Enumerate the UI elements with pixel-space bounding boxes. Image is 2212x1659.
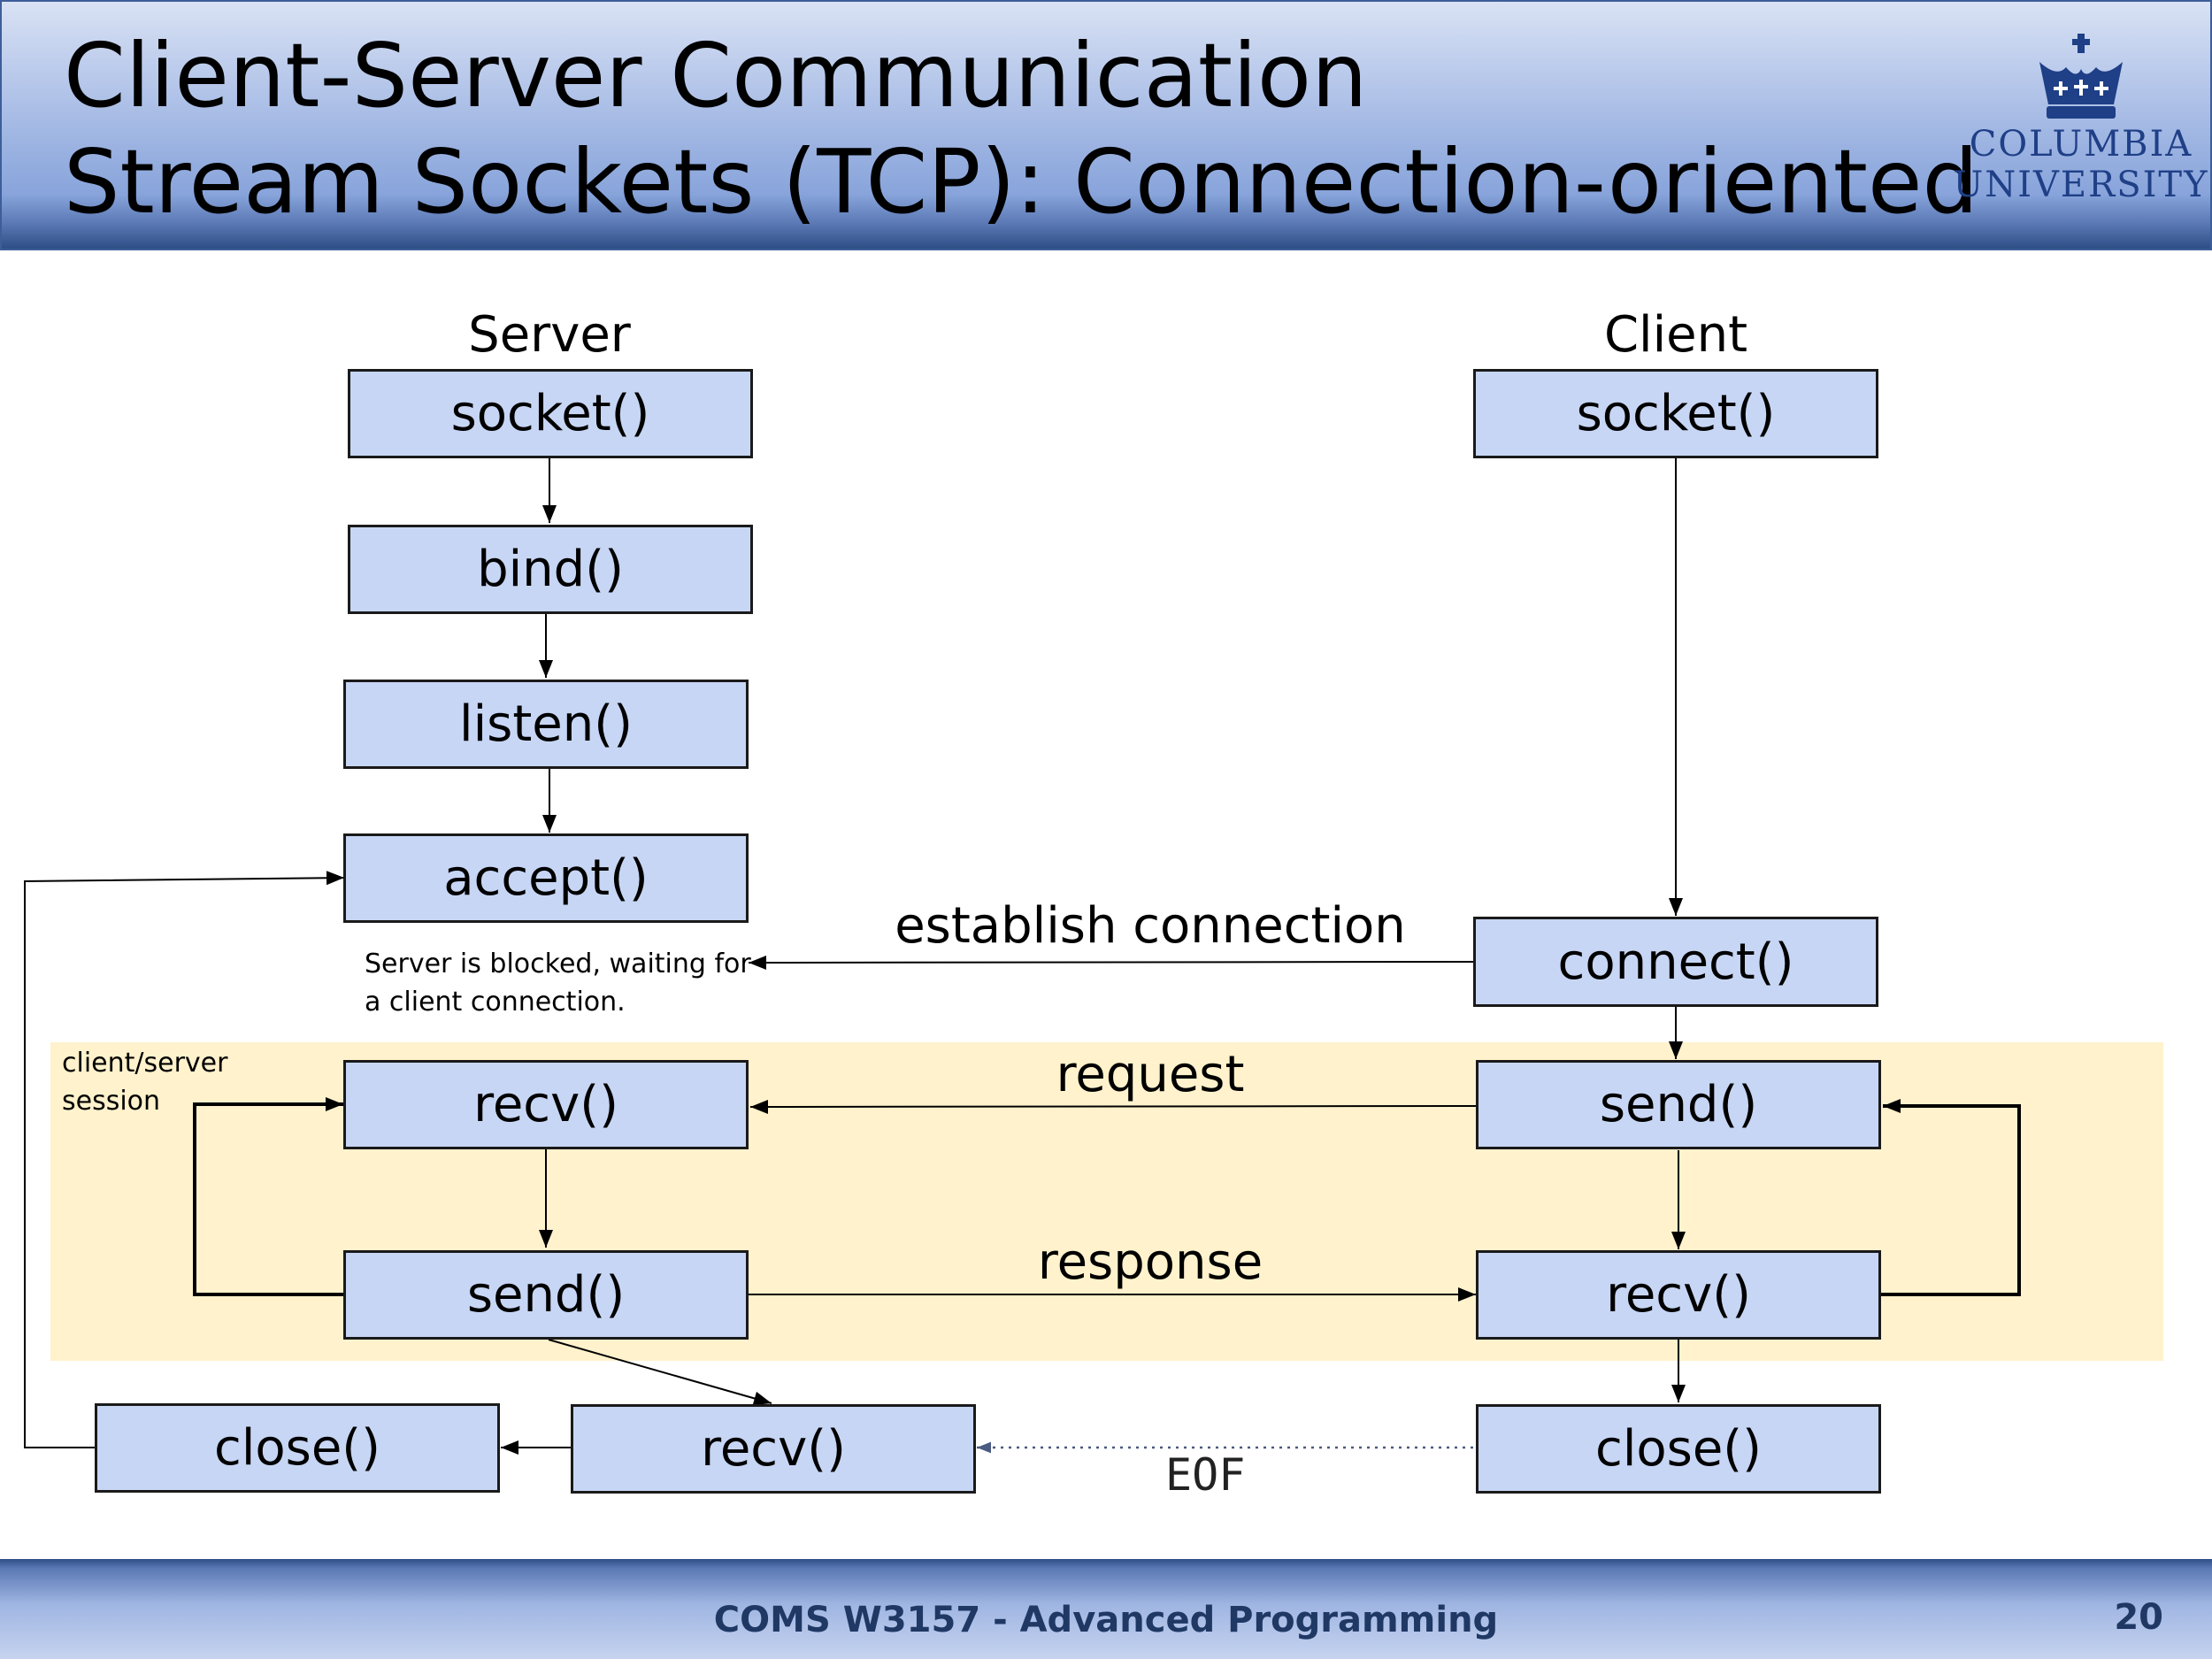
slide-title-line-2: Stream Sockets (TCP): Connection-oriente… bbox=[64, 130, 1979, 234]
footer-course-title: COMS W3157 - Advanced Programming bbox=[713, 1600, 1499, 1640]
slide-title-line-1: Client-Server Communication bbox=[64, 24, 1368, 127]
logo-text-line-2: UNIVERSITY bbox=[1953, 165, 2209, 205]
client-socket-box: socket() bbox=[1473, 369, 1878, 458]
server-close-box: close() bbox=[95, 1403, 500, 1493]
server-bind-box: bind() bbox=[348, 525, 753, 614]
client-connect-box: connect() bbox=[1473, 917, 1878, 1007]
client-close-box: close() bbox=[1476, 1404, 1881, 1494]
client-session-loop-arrow bbox=[1881, 1099, 2021, 1296]
client-column-label: Client bbox=[1603, 306, 1748, 364]
client-recv-box: recv() bbox=[1476, 1250, 1881, 1340]
server-send-box: send() bbox=[343, 1250, 749, 1340]
session-label: client/server session bbox=[62, 1044, 227, 1120]
logo-text-line-1: COLUMBIA bbox=[1969, 124, 2193, 165]
server-blocked-note-line-2: a client connection. bbox=[365, 987, 626, 1018]
crown-icon bbox=[2039, 34, 2123, 119]
response-label: response bbox=[1037, 1233, 1263, 1291]
client-send-box: send() bbox=[1476, 1060, 1881, 1149]
arrow-close-back-to-accept bbox=[24, 871, 345, 1448]
session-label-line-2: session bbox=[62, 1086, 161, 1117]
server-column-label: Server bbox=[468, 306, 631, 364]
title-bar: Client-Server Communication Stream Socke… bbox=[0, 0, 2212, 250]
eof-label: EOF bbox=[1165, 1449, 1246, 1501]
server-recv-box: recv() bbox=[343, 1060, 749, 1149]
slide-page-number: 20 bbox=[2114, 1597, 2163, 1638]
arrow-establish-connection bbox=[748, 955, 1474, 970]
server-accept-box: accept() bbox=[343, 833, 749, 923]
server-blocked-note-line-1: Server is blocked, waiting for bbox=[365, 949, 751, 979]
server-blocked-note: Server is blocked, waiting for a client … bbox=[365, 945, 751, 1021]
server-socket-box: socket() bbox=[348, 369, 753, 458]
columbia-logo: COLUMBIA UNIVERSITY bbox=[1953, 28, 2209, 214]
server-session-loop-arrow bbox=[193, 1097, 344, 1296]
server-listen-box: listen() bbox=[343, 680, 749, 769]
request-label: request bbox=[1056, 1046, 1245, 1103]
arrow-request bbox=[749, 1099, 1477, 1114]
footer-bar bbox=[0, 1559, 2212, 1659]
establish-connection-label: establish connection bbox=[895, 897, 1406, 955]
server-recv-eof-box: recv() bbox=[571, 1404, 976, 1494]
arrow-send-to-recv2-server bbox=[548, 1339, 772, 1406]
session-label-line-1: client/server bbox=[62, 1048, 228, 1079]
